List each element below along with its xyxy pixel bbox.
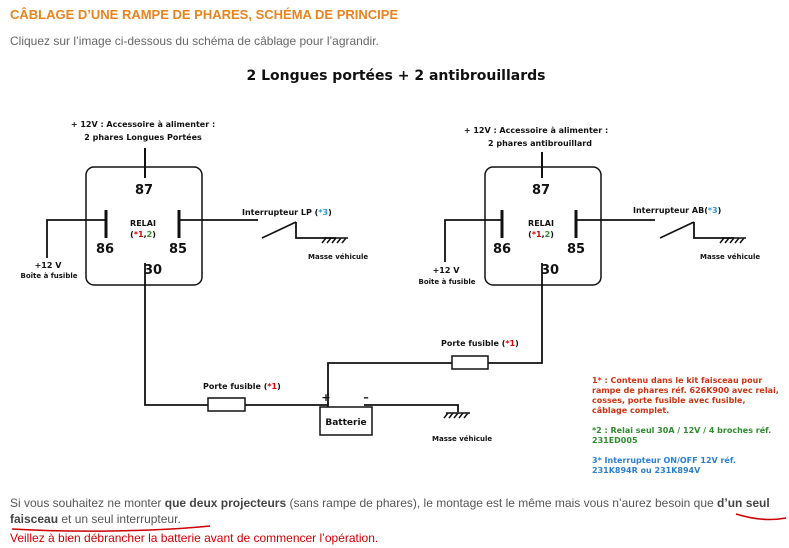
right-12v-wire (444, 219, 502, 262)
right-fuse-label: Porte fusible (*1) (441, 339, 519, 348)
right-pin86-label: 86 (493, 242, 511, 257)
right-pin85-label: 85 (567, 242, 585, 257)
right-supply-line1: + 12V : Accessoire à alimenter : (464, 126, 608, 135)
right-ground-label: Masse véhicule (700, 253, 760, 261)
footnote-2-text: : Relai seul 30A / 12V / 4 broches réf. … (592, 426, 772, 445)
left-pin30-wire (144, 263, 208, 406)
footer-bold-2: d’un seul faisceau (10, 496, 770, 526)
right-relay-circuit (327, 152, 734, 412)
right-12v-label: +12 V (433, 266, 461, 275)
left-relay-ref: (*1,2) (130, 230, 156, 239)
left-fuse (207, 397, 246, 412)
footer-paragraph: Si vous souhaitez ne monter que deux pro… (10, 496, 770, 526)
diagram-heading: 2 Longues portées + 2 antibrouillards (247, 68, 546, 84)
footnote-2-ref: *2 (592, 426, 602, 435)
left-switch-blade (261, 221, 297, 239)
right-ground-symbol (719, 237, 746, 244)
right-supply-line2: 2 phares antibrouillard (488, 139, 592, 148)
wiring-diagram[interactable]: 2 Longues portées + 2 antibrouillards + … (0, 0, 789, 490)
right-fuse-to-battery-wire (327, 362, 452, 410)
footnote-3-ref: 3* (592, 456, 602, 465)
left-12v-label: +12 V (35, 261, 63, 270)
right-relay-label: RELAI (528, 219, 554, 228)
battery-minus-label: – (363, 391, 369, 404)
warning-text: Veillez à bien débrancher la batterie av… (10, 531, 379, 545)
left-relay-label: RELAI (130, 219, 156, 228)
right-pin30-label: 30 (541, 263, 559, 278)
left-pin86-label: 86 (96, 242, 114, 257)
battery-ground-label: Masse véhicule (432, 435, 492, 443)
intro-text: Cliquez sur l’image ci-dessous du schéma… (10, 34, 379, 48)
footnote-1-text: : Contenu dans le kit faisceau pour ramp… (592, 376, 779, 415)
battery-label: Batterie (325, 418, 366, 428)
battery-plus-label: + (321, 391, 330, 404)
footnote-1: 1* : Contenu dans le kit faisceau pour r… (592, 376, 782, 416)
left-ground-wire (295, 222, 336, 239)
footnote-3: 3* Interrupteur ON/OFF 12V réf. 231K894R… (592, 456, 782, 476)
right-ground-wire (693, 222, 734, 239)
battery-ground-symbol (443, 412, 470, 419)
footnotes: 1* : Contenu dans le kit faisceau pour r… (592, 376, 782, 486)
left-supply-line1: + 12V : Accessoire à alimenter : (71, 120, 215, 129)
left-relay-circuit (46, 148, 336, 406)
left-ground-symbol (321, 237, 348, 244)
left-supply-line2: 2 phares Longues Portées (84, 132, 202, 142)
footnote-2: *2 : Relai seul 30A / 12V / 4 broches ré… (592, 426, 782, 446)
right-relay-ref: (*1,2) (528, 230, 554, 239)
right-switch-blade (659, 221, 695, 239)
left-12v-wire (46, 219, 106, 258)
battery-ground-wire (364, 404, 459, 412)
left-pin87-label: 87 (135, 183, 153, 198)
page-title: CÂBLAGE D’UNE RAMPE DE PHARES, SCHÉMA DE… (10, 7, 399, 22)
left-fuse-label: Porte fusible (*1) (203, 382, 281, 391)
battery-box (319, 406, 373, 436)
right-fusebox-label: Boîte à fusible (419, 278, 476, 286)
right-pin87-label: 87 (532, 183, 550, 198)
footnote-1-ref: 1* (592, 376, 602, 385)
right-pin30-wire (488, 263, 543, 364)
footnote-3-text: Interrupteur ON/OFF 12V réf. 231K894R ou… (592, 456, 736, 475)
left-switch-label: Interrupteur LP (*3) (242, 208, 332, 217)
right-switch-label: Interrupteur AB(*3) (633, 206, 721, 215)
left-ground-label: Masse véhicule (308, 253, 368, 261)
right-fuse (451, 355, 489, 370)
left-fusebox-label: Boîte à fusible (21, 272, 78, 280)
left-pin85-label: 85 (169, 242, 187, 257)
footer-bold-1: que deux projecteurs (164, 496, 287, 510)
left-pin30-label: 30 (144, 263, 162, 278)
